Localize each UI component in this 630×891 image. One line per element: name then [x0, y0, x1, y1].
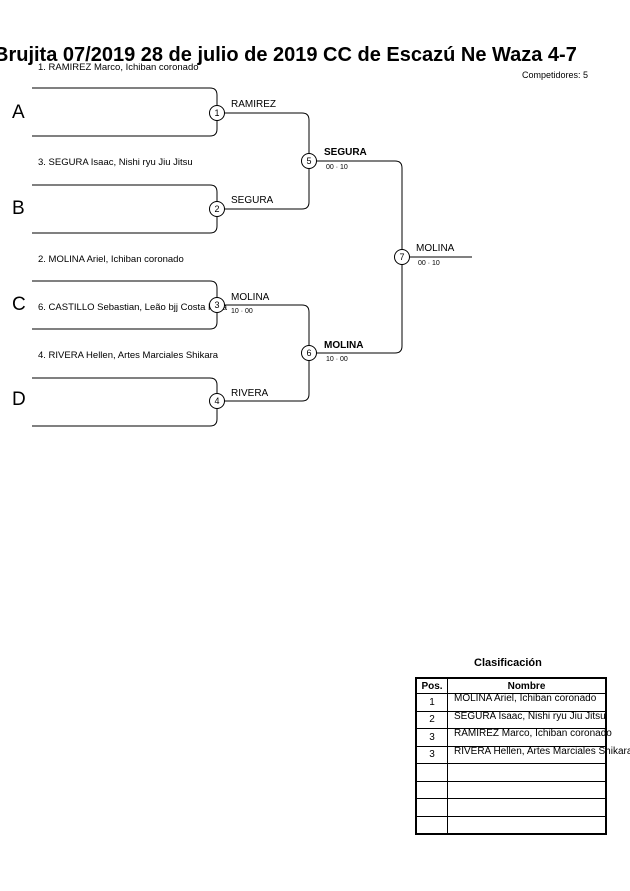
pos-cell [415, 798, 448, 817]
pos-cell: 3 [415, 728, 448, 747]
table-row [415, 815, 607, 835]
match-1-name: RAMIREZ [231, 99, 276, 110]
match-6-number: 6 [301, 345, 317, 361]
match-7-number: 7 [394, 249, 410, 265]
page-title: Brujita 07/2019 28 de julio de 2019 CC d… [0, 44, 577, 66]
pos-cell [415, 780, 448, 799]
match-2-number: 2 [209, 201, 225, 217]
pool-label-d: D [12, 389, 26, 410]
entry-castillo: 6. CASTILLO Sebastian, Leão bjj Costa Ri… [38, 302, 228, 313]
match-4-name: RIVERA [231, 388, 269, 399]
entry-segura: 3. SEGURA Isaac, Nishi ryu Jiu Jitsu [38, 157, 193, 168]
table-row [415, 780, 607, 799]
table-row [415, 798, 607, 817]
entry-ramirez: 1. RAMIREZ Marco, Ichiban coronado [38, 62, 199, 73]
match-7-score: 00 · 10 [418, 260, 440, 267]
match-7-name: MOLINA [416, 243, 455, 254]
pos-cell: 3 [415, 745, 448, 764]
table-row [415, 763, 607, 782]
match-2-name: SEGURA [231, 195, 274, 206]
match-1-number: 1 [209, 105, 225, 121]
name-header: Nombre [447, 677, 607, 694]
pos-cell [415, 763, 448, 782]
match-3-name: MOLINA [231, 292, 270, 303]
match-6-name: MOLINA [324, 340, 364, 351]
pool-label-b: B [12, 198, 25, 219]
pool-label-a: A [12, 102, 25, 123]
match-4-number: 4 [209, 393, 225, 409]
match-3-number: 3 [209, 297, 225, 313]
table-row: 2 SEGURA Isaac, Nishi ryu Jiu Jitsu [415, 710, 607, 729]
pos-cell: 1 [415, 693, 448, 712]
entry-molina: 2. MOLINA Ariel, Ichiban coronado [38, 254, 184, 265]
name-cell: MOLINA Ariel, Ichiban coronado [454, 693, 597, 704]
name-cell: SEGURA Isaac, Nishi ryu Jiu Jitsu [454, 710, 606, 722]
pos-header: Pos. [415, 677, 448, 694]
table-row: 1 MOLINA Ariel, Ichiban coronado [415, 693, 607, 712]
table-row: 3 RAMIREZ Marco, Ichiban coronado [415, 728, 612, 747]
pool-label-c: C [12, 294, 26, 315]
pos-cell [415, 815, 448, 835]
name-cell: RIVERA Hellen, Artes Marciales Shikara [454, 745, 630, 757]
classification-table: Pos. Nombre 1 MOLINA Ariel, Ichiban coro… [415, 677, 630, 835]
pos-cell: 2 [415, 710, 448, 729]
match-5-name: SEGURA [324, 147, 367, 158]
match-6-score: 10 · 00 [326, 356, 348, 363]
name-cell: RAMIREZ Marco, Ichiban coronado [454, 728, 612, 739]
entry-rivera: 4. RIVERA Hellen, Artes Marciales Shikar… [38, 350, 219, 361]
competitor-count: Competidores: 5 [522, 70, 589, 80]
match-5-number: 5 [301, 153, 317, 169]
classification-title: Clasificación [474, 657, 542, 669]
table-row: 3 RIVERA Hellen, Artes Marciales Shikara [415, 745, 630, 764]
match-5-score: 00 · 10 [326, 164, 348, 171]
match-3-score: 10 · 00 [231, 308, 253, 315]
